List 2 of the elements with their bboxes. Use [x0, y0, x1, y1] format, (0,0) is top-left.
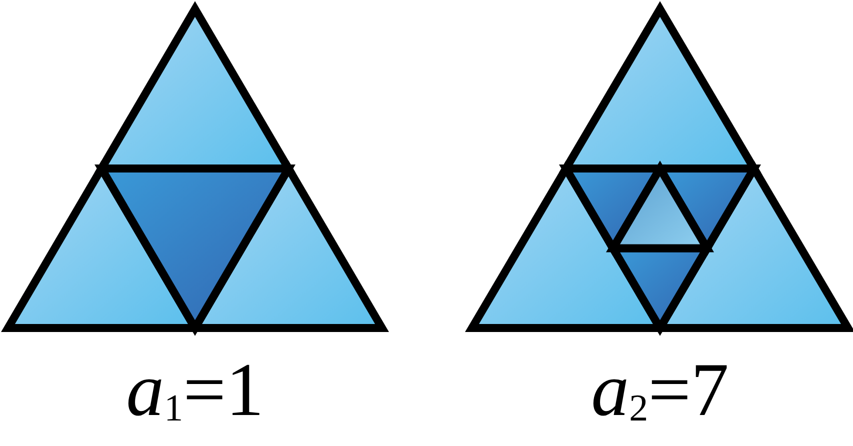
- equation-label: a$_{2}$=7: [591, 352, 729, 428]
- equation-label: a$_{1}$=1: [126, 352, 264, 428]
